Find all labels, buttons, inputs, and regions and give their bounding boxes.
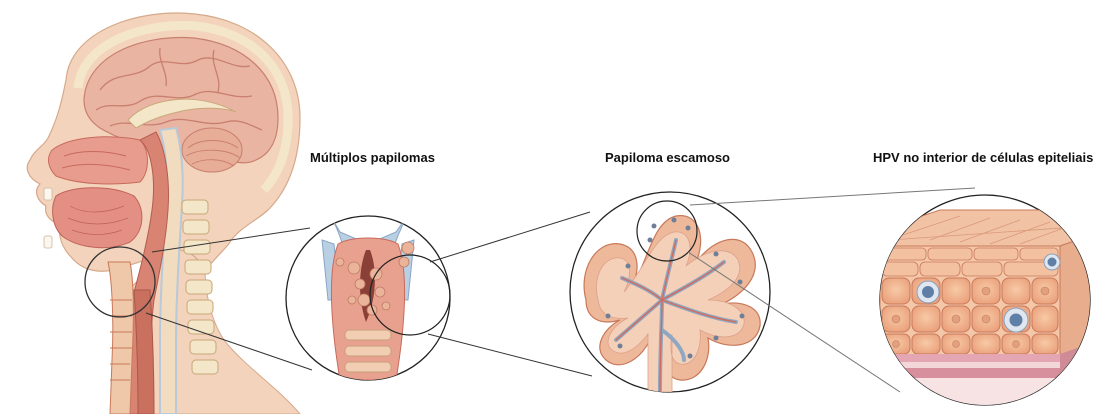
label-hpv-epithelial-cells: HPV no interior de células epiteliais [873, 150, 1093, 165]
label-multiple-papillomas: Múltiplos papilomas [310, 150, 435, 165]
head-sagittal-illustration [27, 13, 300, 414]
tongue [53, 188, 142, 248]
epithelial-cells-illustration [880, 195, 1100, 408]
label-squamous-papilloma: Papiloma escamoso [605, 150, 730, 165]
larynx-papillomas-illustration [286, 215, 450, 380]
connector-lines-2 [428, 212, 592, 376]
trachea [108, 262, 133, 414]
squamous-papilloma-illustration [570, 192, 770, 392]
nasal-cavity [49, 137, 148, 184]
